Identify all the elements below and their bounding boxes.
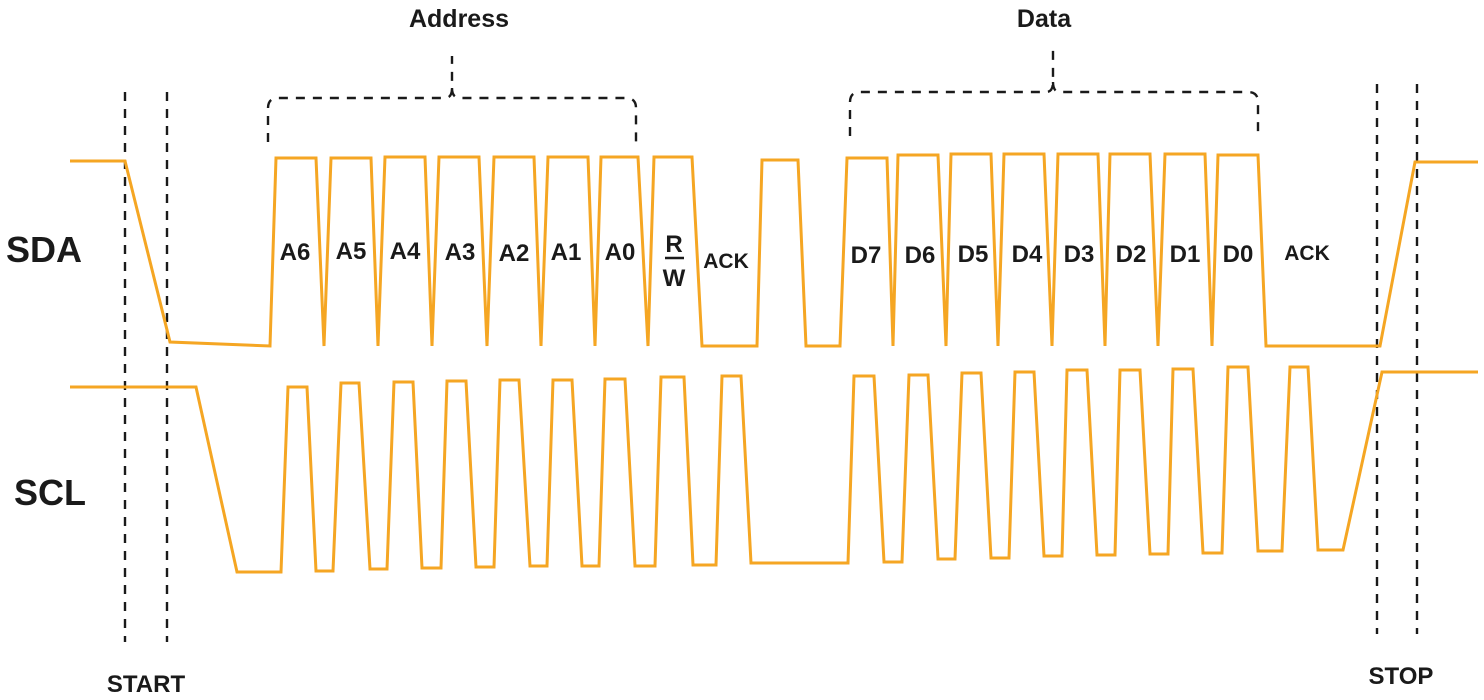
rw-top-label: R [665, 231, 682, 258]
address-bit-label: A3 [445, 239, 476, 266]
address-bit-label: A5 [336, 238, 367, 265]
data-brace [848, 50, 1260, 136]
address-bit-label: A0 [605, 239, 636, 266]
ack-label: ACK [703, 250, 749, 273]
data-bit-label: D5 [958, 241, 989, 268]
data-bit-label: D2 [1116, 241, 1147, 268]
address-bit-label: A6 [280, 239, 311, 266]
address-bit-label: A4 [390, 238, 421, 265]
start-label: START [107, 671, 186, 698]
ack-label: ACK [1284, 242, 1330, 265]
data-label: Data [1017, 5, 1072, 33]
data-bit-label: D7 [851, 242, 882, 269]
sda-label: SDA [6, 229, 82, 270]
data-bit-label: D1 [1170, 241, 1201, 268]
data-bit-label: D4 [1012, 241, 1043, 268]
data-bit-label: D3 [1064, 241, 1095, 268]
scl-label: SCL [14, 472, 86, 513]
address-bit-label: A1 [551, 239, 582, 266]
stop-label: STOP [1369, 663, 1434, 690]
address-brace [266, 56, 638, 142]
data-bit-label: D6 [905, 242, 936, 269]
address-bit-label: A2 [499, 240, 530, 267]
data-bit-label: D0 [1223, 241, 1254, 268]
scl-waveform [70, 365, 1478, 574]
sda-waveform [70, 152, 1478, 348]
address-label: Address [409, 5, 509, 33]
rw-bottom-label: W [663, 265, 686, 292]
